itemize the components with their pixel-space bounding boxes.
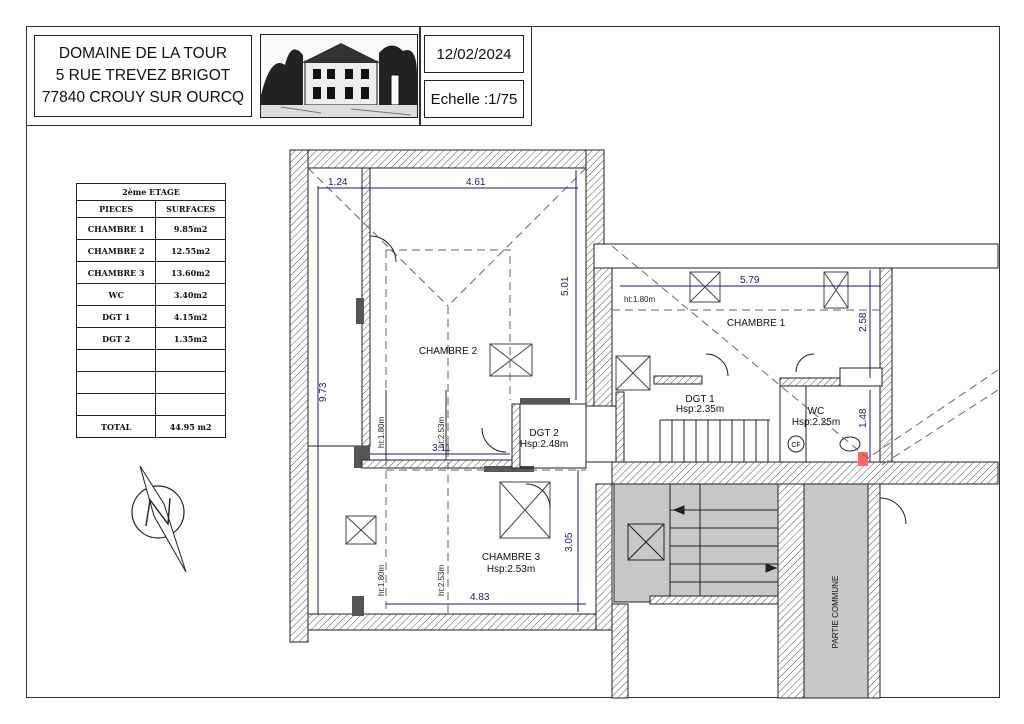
header-meta-box	[420, 26, 532, 126]
dim-3-05: 3.05	[564, 532, 575, 552]
cf-label: CF	[791, 442, 800, 449]
common-area	[611, 483, 881, 699]
partie-commune-label: PARTIE COMMUNE	[831, 576, 840, 649]
table-total-label: TOTAL	[75, 415, 157, 438]
dim-5-01: 5.01	[560, 276, 571, 296]
dim-1-48: 1.48	[858, 408, 869, 428]
date-label: 12/02/2024	[424, 35, 524, 73]
room-label-dgt1: DGT 1	[685, 394, 715, 405]
dim-2-58: 2.58	[858, 312, 869, 332]
room-hsp-wc: Hsp:2.25m	[792, 417, 840, 428]
address-line-3: 77840 CROUY SUR OURCQ	[41, 89, 245, 106]
room-hsp-dgt1: Hsp:2.35m	[676, 404, 724, 415]
height-label-chambre3-left: ht:1.80m	[377, 565, 386, 596]
room-label-chambre3: CHAMBRE 3	[482, 552, 541, 563]
dim-4-61: 4.61	[466, 177, 486, 188]
house-photo	[260, 34, 418, 118]
walls-right-block	[585, 243, 999, 485]
room-label-chambre1: CHAMBRE 1	[727, 318, 786, 329]
room-label-chambre2: CHAMBRE 2	[419, 346, 478, 357]
height-label-chambre2-left: ht:1.80m	[377, 417, 386, 448]
room-hsp-dgt2: Hsp:2.48m	[520, 439, 568, 450]
height-label-chambre3-right: ht:2.53m	[437, 565, 446, 596]
table-total-row: TOTAL 44.95 m2	[75, 415, 226, 438]
room-hsp-chambre3: Hsp:2.53m	[487, 564, 535, 575]
room-label-wc: WC	[808, 406, 825, 417]
dim-3-11: 3.11	[432, 443, 451, 454]
height-label-chambre2-right: ht:2.53m	[437, 417, 446, 448]
table-row	[75, 349, 226, 372]
dim-4-83: 4.83	[470, 592, 490, 603]
address-line-2: 5 RUE TREVEZ BRIGOT	[55, 67, 231, 84]
north-arrow-icon	[131, 465, 187, 573]
height-label-chambre1: ht:1.80m	[624, 295, 655, 304]
skylights	[345, 271, 849, 545]
walls-left-block	[289, 149, 613, 643]
address-block: DOMAINE DE LA TOUR 5 RUE TREVEZ BRIGOT 7…	[34, 35, 252, 117]
scale-label: Echelle :1/75	[424, 80, 524, 118]
dim-5-79: 5.79	[740, 275, 760, 286]
dim-1-24: 1.24	[328, 177, 348, 188]
dimension-lines	[317, 170, 880, 614]
table-cell-surface: 13.60m2	[155, 261, 226, 284]
door-swings	[369, 235, 907, 525]
address-line-1: DOMAINE DE LA TOUR	[58, 45, 228, 62]
table-total-value: 44.95 m2	[155, 415, 226, 438]
room-label-dgt2: DGT 2	[529, 428, 559, 439]
dim-9-73: 9.73	[318, 382, 329, 402]
